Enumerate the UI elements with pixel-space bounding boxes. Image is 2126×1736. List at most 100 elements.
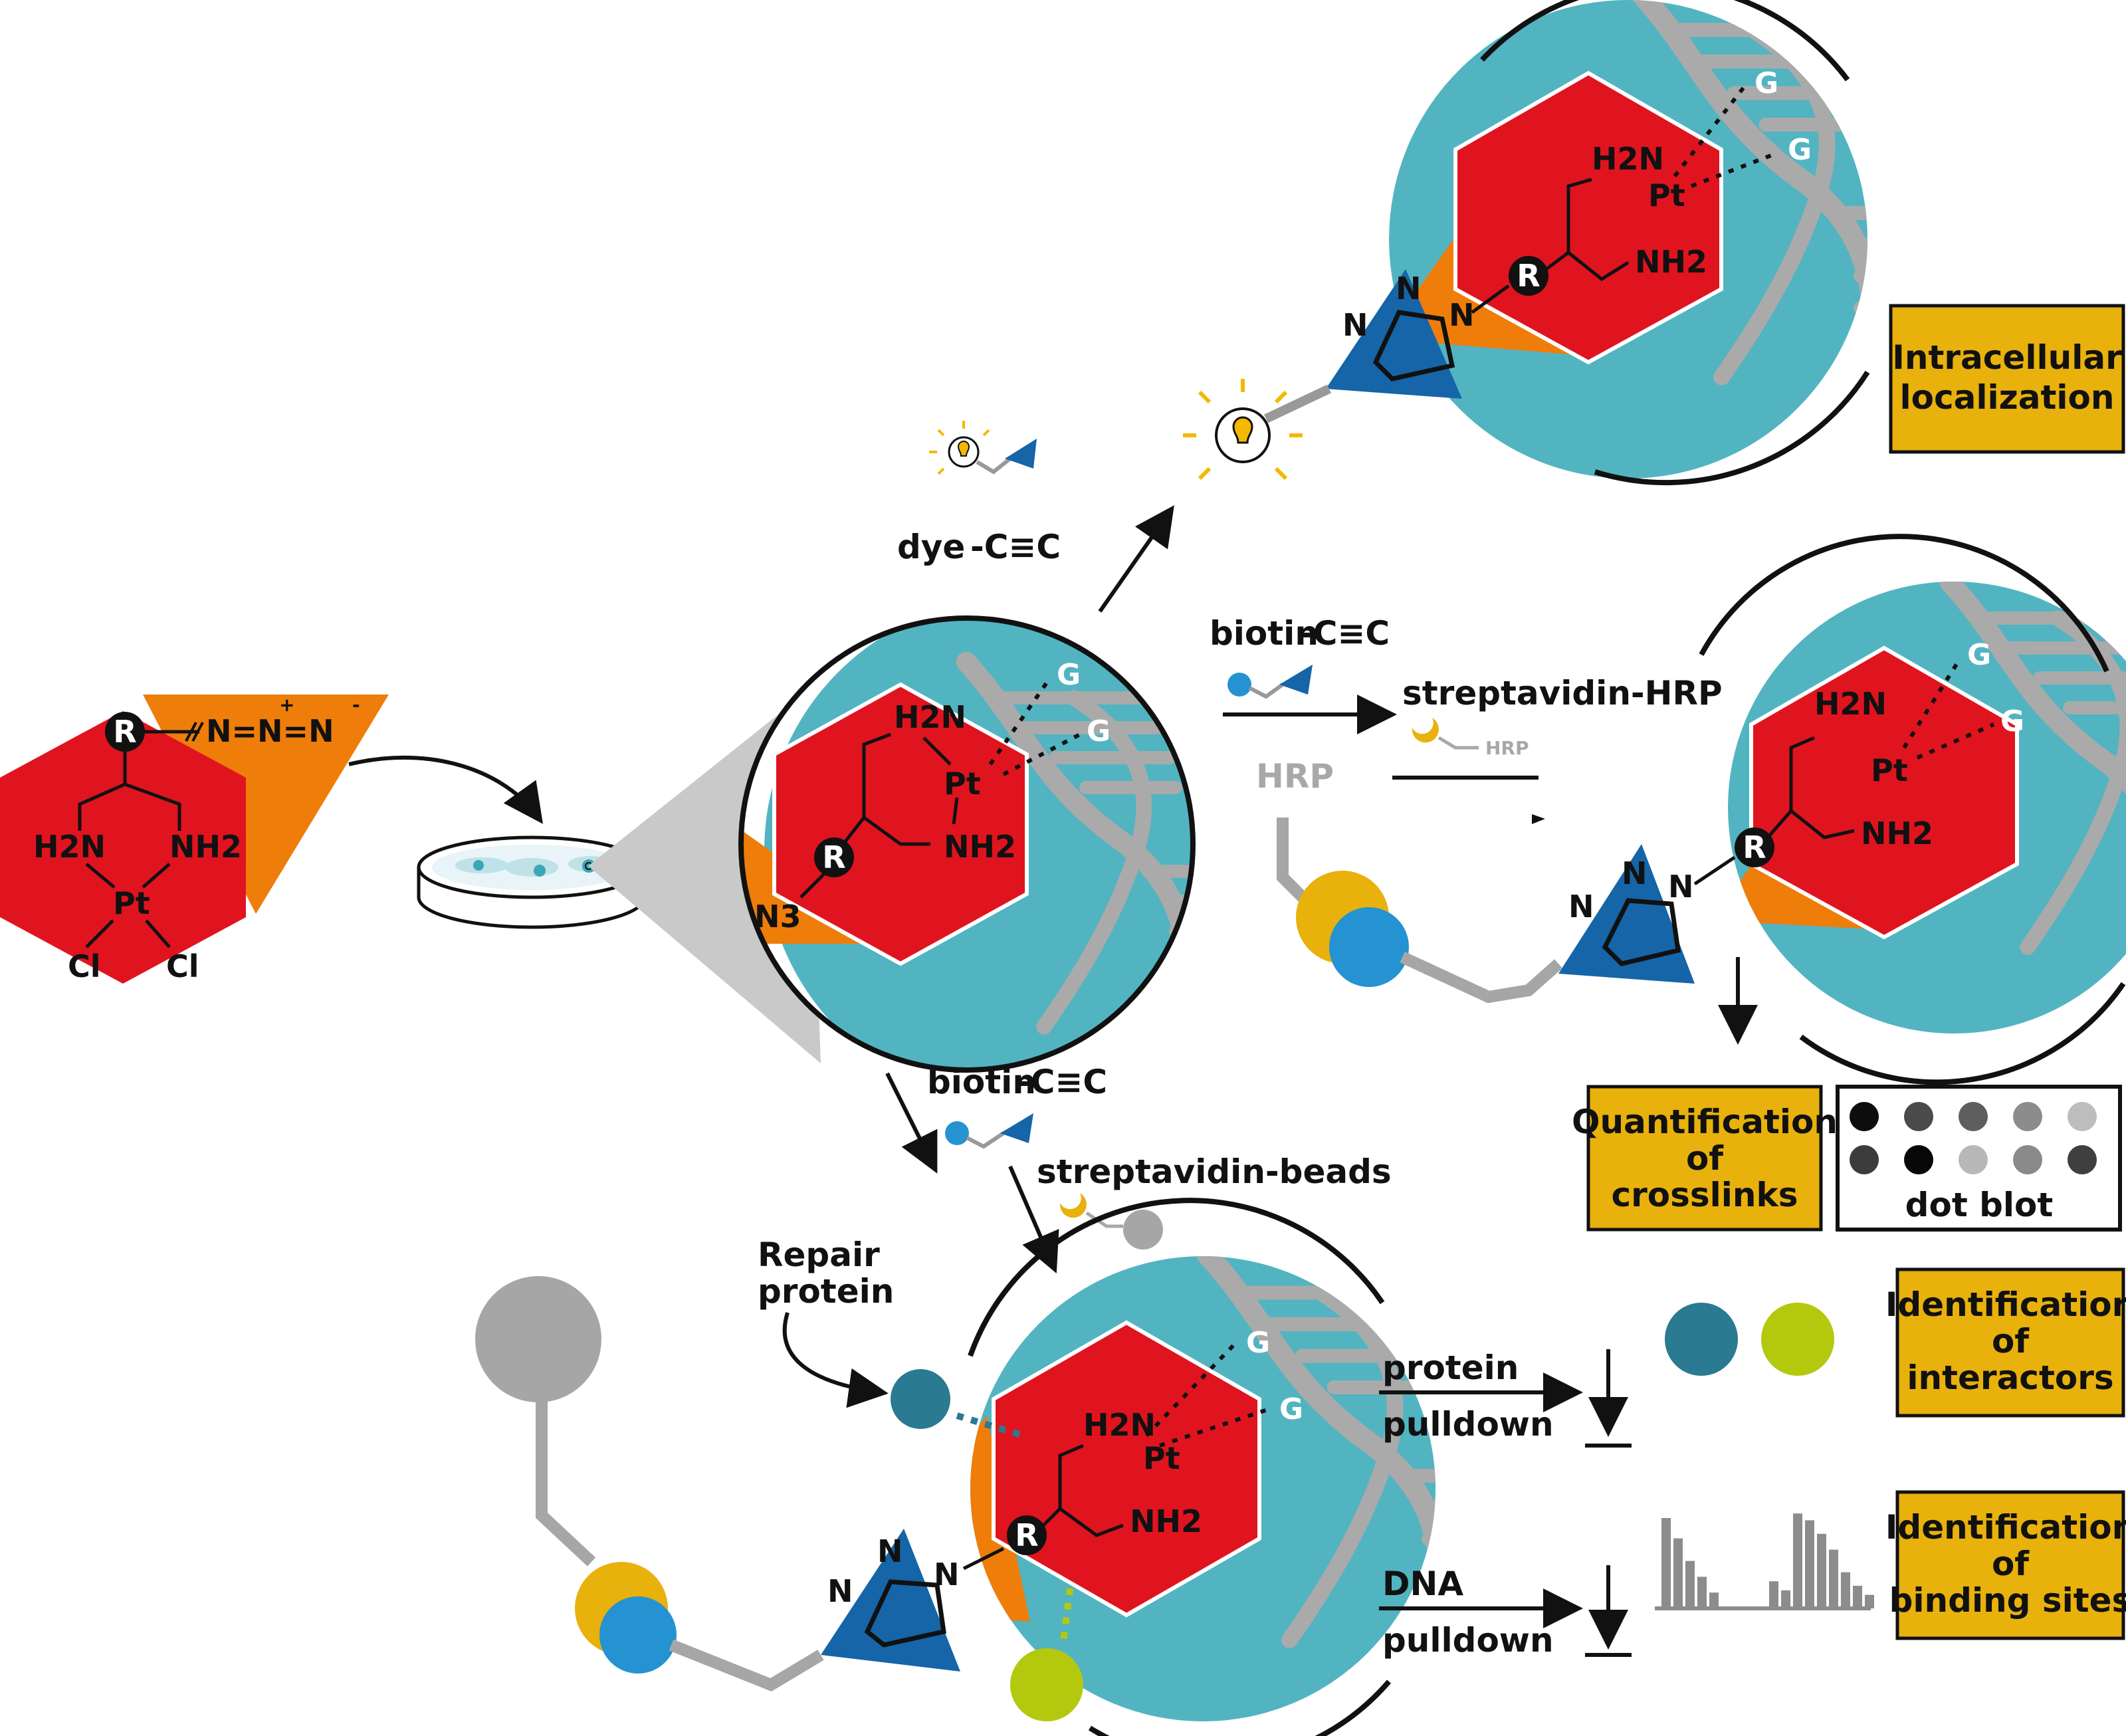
dot-blot-spot — [2068, 1145, 2097, 1174]
binding-sites-box: Identification of binding sites — [1885, 1490, 2126, 1640]
dye-alkyne: -C≡C — [970, 528, 1061, 566]
center-azide: N3 — [754, 899, 801, 934]
center-g2: G — [1087, 714, 1111, 748]
quantification-line-3: crosslinks — [1611, 1176, 1798, 1214]
center-metal: Pt — [944, 766, 981, 802]
histogram-bar — [1661, 1518, 1671, 1608]
interactors-line-1: Identification — [1885, 1285, 2126, 1324]
streptavidin-beads-label: streptavidin-beads — [1037, 1152, 1392, 1191]
top-r-label: R — [1517, 258, 1540, 294]
quantification-line-2: of — [1686, 1139, 1724, 1178]
interactor-lime — [1761, 1303, 1834, 1376]
dye-reagent: dye -C≡C — [897, 421, 1061, 566]
localization-box: Intracellular localization — [1889, 304, 2125, 454]
middle-cell: G G H2N Pt NH2 R N N N — [1277, 534, 2126, 1085]
histogram-bar — [1817, 1533, 1826, 1608]
bottom-cell: G G H2N Pt NH2 R N N N — [821, 1198, 1435, 1736]
interactors-line-3: interactors — [1907, 1358, 2113, 1397]
histogram-bar — [1805, 1520, 1814, 1608]
top-amine-top: H2N — [1592, 141, 1664, 177]
start-r-circle — [105, 712, 145, 752]
biotin-beads-reagent: biotin -C≡C streptavidin-beads — [927, 1063, 1392, 1249]
mid-g2: G — [2000, 705, 2024, 738]
bottom-r-label: R — [1015, 1517, 1038, 1553]
mid-triazole-n3: N — [1668, 869, 1694, 905]
biotin-hrp-reagent: biotin -C≡C streptavidin-HRP HRP HRP — [1210, 614, 1723, 824]
bottom-metal: Pt — [1143, 1440, 1180, 1476]
biotin-bottom-label: biotin — [927, 1063, 1036, 1101]
start-red-hexagon — [0, 711, 246, 984]
histogram-bar — [1865, 1594, 1874, 1608]
dna-pulldown-line-2: pulldown — [1382, 1621, 1554, 1660]
center-g1: G — [1057, 658, 1081, 692]
biotin-right-alkyne: -C≡C — [1299, 614, 1390, 653]
arrow-to-localization — [1098, 505, 1174, 613]
interactor-teal — [1665, 1303, 1738, 1376]
start-azide-minus: - — [352, 694, 360, 716]
top-cell: G G H2N Pt NH2 R N N N — [1183, 0, 1870, 486]
dot-blot-spot — [1850, 1145, 1879, 1174]
repair-protein-line-2: protein — [758, 1272, 894, 1311]
localization-line-2: localization — [1900, 378, 2115, 417]
protein-pulldown: protein pulldown — [1379, 1349, 1632, 1448]
dot-blot-spot — [2013, 1145, 2042, 1174]
dot-blot-label: dot blot — [1905, 1186, 2054, 1224]
start-molecule: R N=N=N + - H2N NH2 Pt Cl Cl — [0, 694, 389, 984]
top-triazole-n3: N — [1449, 297, 1475, 333]
binding-site-histogram — [1655, 1513, 1874, 1610]
bottom-g1: G — [1246, 1326, 1270, 1360]
second-protein — [1010, 1588, 1083, 1721]
histogram-bar — [1685, 1561, 1695, 1608]
dot-blot-spot — [2068, 1102, 2097, 1131]
top-triazole-n1: N — [1342, 307, 1368, 343]
repair-protein: Repair protein — [758, 1236, 1025, 1439]
arrow-from-center-down — [885, 1072, 938, 1174]
protein-pulldown-line-1: protein — [1382, 1349, 1519, 1387]
mid-amine-bottom: NH2 — [1861, 815, 1933, 851]
interactors-line-2: of — [1992, 1322, 2030, 1360]
dna-pulldown: DNA pulldown — [1379, 1565, 1632, 1660]
binding-sites-line-2: of — [1992, 1545, 2030, 1583]
histogram-bar — [1841, 1572, 1850, 1608]
arrow-to-dish — [348, 755, 543, 824]
start-amine-left: H2N — [33, 829, 106, 865]
start-halide-right: Cl — [166, 948, 199, 984]
streptavidin-hrp-label: streptavidin-HRP — [1402, 674, 1723, 712]
biotin-bottom-alkyne: -C≡C — [1017, 1063, 1107, 1101]
start-orange-triangle — [143, 695, 389, 914]
streptavidin-bead — [475, 1276, 824, 1692]
quantification-box: Quantification of crosslinks — [1572, 1085, 1838, 1232]
mid-g1: G — [1967, 638, 1991, 672]
binding-sites-line-1: Identification — [1885, 1508, 2126, 1547]
dot-blot-spot — [1904, 1102, 1933, 1131]
top-r-circle — [1509, 256, 1548, 296]
dot-blot-grid — [1850, 1102, 2097, 1174]
start-azide-plus: + — [279, 694, 294, 716]
histogram-bar — [1793, 1513, 1802, 1608]
start-amine-right: NH2 — [169, 829, 242, 865]
histogram-bar — [1709, 1592, 1719, 1608]
binding-sites-line-3: binding sites — [1889, 1581, 2126, 1620]
start-halide-left: Cl — [68, 948, 101, 984]
localization-line-1: Intracellular — [1892, 338, 2122, 377]
mid-r-label: R — [1743, 829, 1766, 865]
dna-pulldown-line-1: DNA — [1382, 1565, 1463, 1603]
bottom-triazole-n1: N — [827, 1573, 853, 1609]
center-r-label: R — [822, 839, 845, 875]
repair-protein-line-1: Repair — [758, 1236, 880, 1274]
start-r-label: R — [113, 714, 136, 750]
dot-blot-spot — [1850, 1102, 1879, 1131]
center-amine-bottom: NH2 — [944, 829, 1016, 865]
start-azide: N=N=N — [206, 713, 334, 749]
dot-blot-spot — [1904, 1145, 1933, 1174]
dot-blot: dot blot — [1836, 1085, 2122, 1232]
bottom-amine-top: H2N — [1083, 1407, 1156, 1443]
mid-metal: Pt — [1871, 752, 1908, 788]
histogram-bar — [1853, 1586, 1862, 1608]
biotin-right-label: biotin — [1210, 614, 1319, 653]
bottom-triazole-n3: N — [934, 1557, 960, 1592]
center-cell: G G H2N Pt NH2 R N3 — [738, 615, 1196, 1073]
top-metal: Pt — [1648, 177, 1685, 213]
protein-pulldown-line-2: pulldown — [1382, 1405, 1554, 1444]
histogram-bar — [1781, 1590, 1790, 1608]
